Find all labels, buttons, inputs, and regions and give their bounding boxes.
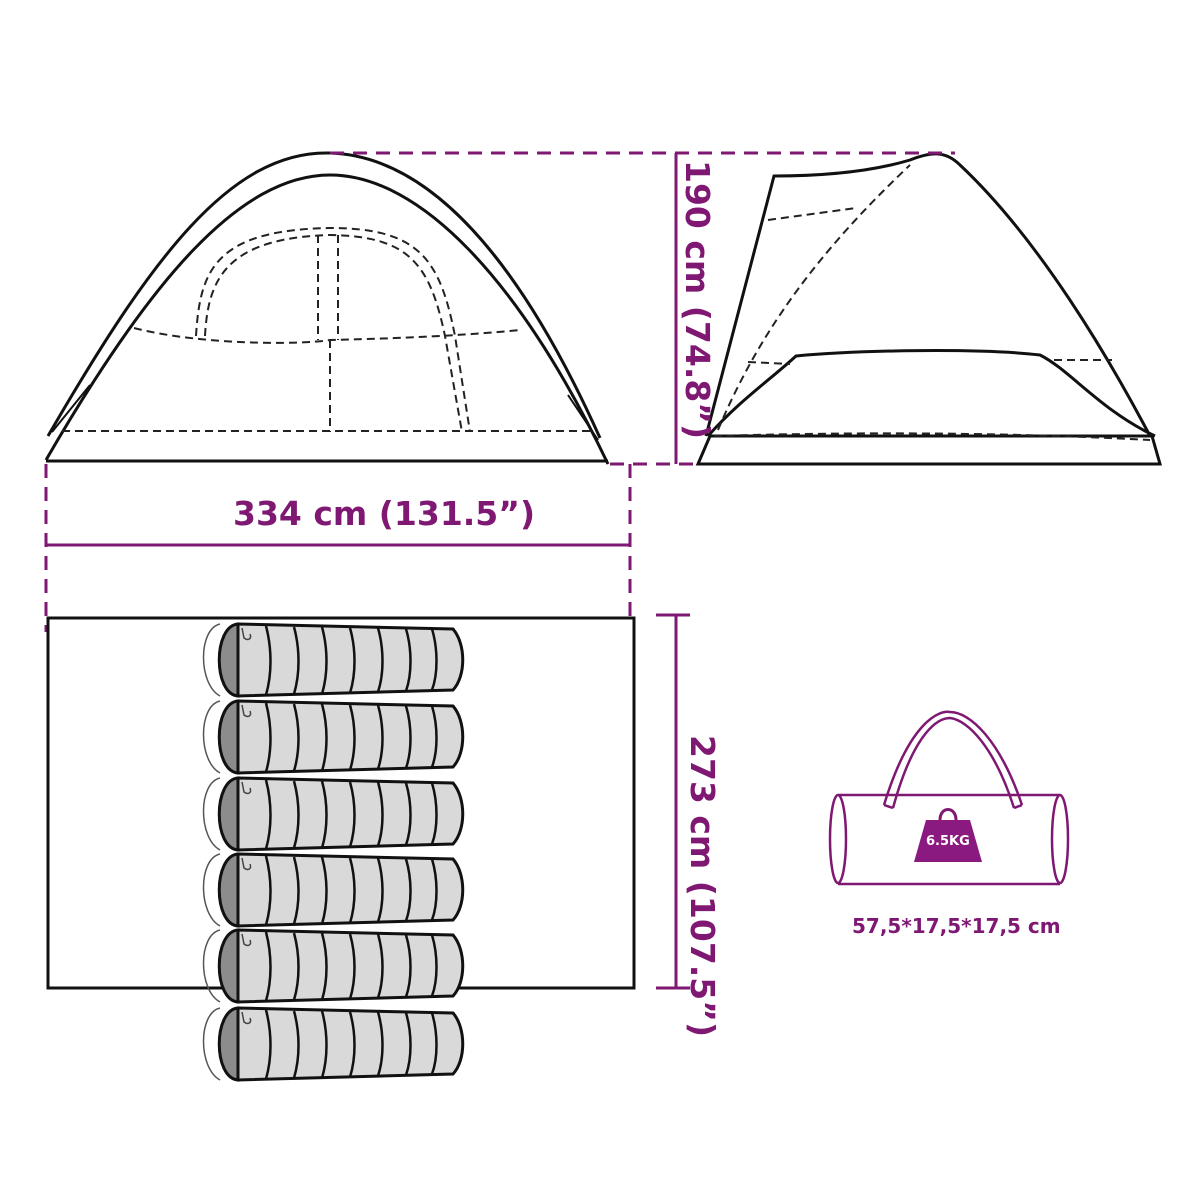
side-view-seams bbox=[713, 164, 1151, 441]
front-view-seams bbox=[62, 226, 590, 433]
sleeping-bag-icon bbox=[202, 776, 465, 852]
side-view bbox=[695, 152, 1162, 466]
dimension-lines bbox=[44, 151, 955, 990]
sleeping-bag-icon bbox=[202, 622, 465, 698]
sleeping-bag-icon bbox=[202, 852, 465, 928]
carry-bag-icon bbox=[828, 710, 1070, 886]
sleeping-bags bbox=[202, 622, 465, 1082]
weight-icon bbox=[914, 808, 982, 862]
carry-bag-size-label: 57,5*17,5*17,5 cm bbox=[852, 914, 1061, 938]
sleeping-bag-icon bbox=[202, 699, 465, 775]
sleeping-bag-icon bbox=[202, 1006, 465, 1082]
weight-label: 6.5KG bbox=[926, 834, 970, 849]
sleeping-bag-icon bbox=[202, 928, 465, 1004]
front-view bbox=[44, 151, 610, 465]
height-dimension-label: 190 cm (74.8”) bbox=[678, 160, 717, 440]
width-dimension-label: 334 cm (131.5”) bbox=[233, 494, 536, 533]
depth-dimension-label: 273 cm (107.5”) bbox=[683, 735, 722, 1038]
